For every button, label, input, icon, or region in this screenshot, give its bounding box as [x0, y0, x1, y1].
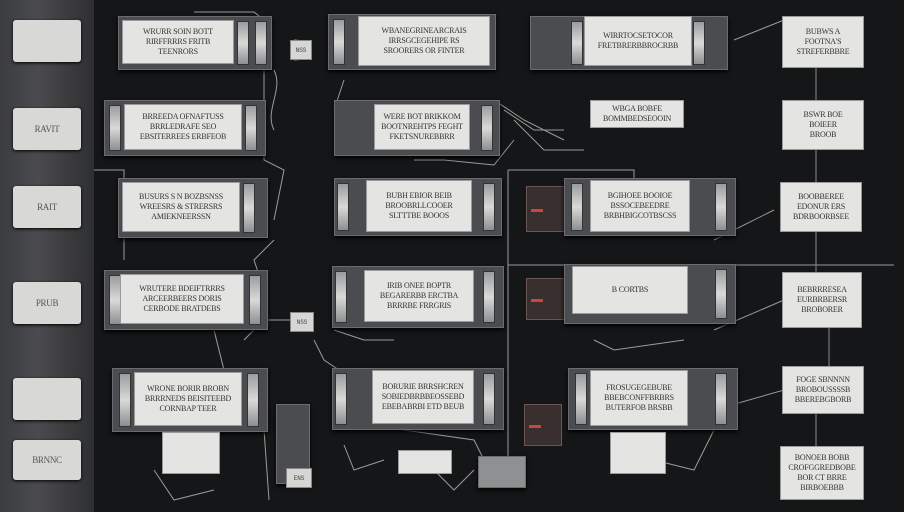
indicator-box	[524, 404, 562, 446]
slot	[245, 105, 257, 151]
connector-chip: NSS	[290, 40, 312, 60]
connector-chip: NSS	[290, 312, 314, 332]
slot	[237, 21, 249, 65]
label-card: BOOBBEREE EDONUR ERS BDRBOORBSEE	[780, 182, 862, 232]
label-card: WERE BOT BRIKKOM BOOTNREHTPS FEGHT FKETS…	[374, 104, 470, 150]
slot	[715, 373, 727, 425]
label-card: BUBWS A FOOTNA'S STREFERBBRE	[782, 16, 864, 68]
wiring-canvas: WRURR SOIN BOTT RIRFFRRRS FRITB TEENRORS…	[94, 0, 904, 512]
label-card: BORURIE BRRSHCREN SOBIEDBRBBEOSSEBD EBEB…	[372, 370, 474, 424]
slot	[243, 183, 255, 233]
label-card: WBANEGRINEARCRAIS IRRSGCEGEHIPE RS SROOR…	[358, 16, 490, 66]
label-card: FOGE SBNNNN BROBOUSSSSB BBEREBGBORB	[782, 366, 864, 414]
side-tab-3[interactable]: RAIT	[13, 186, 81, 228]
connector-block	[478, 456, 526, 488]
slot	[335, 271, 347, 323]
label-card: IRIB ONEE BOPTR BEGARERBB ERCTBA BRRRBE …	[364, 270, 474, 322]
label-card: BUSURS S N BOZBSNSS WREESRS & STRERSRS A…	[122, 182, 240, 232]
connector-chip: ENS	[286, 468, 312, 488]
slot	[335, 373, 347, 425]
small-card	[162, 432, 220, 474]
side-tab-5[interactable]	[13, 378, 81, 420]
label-card: BRREEDA OFNAFTUSS BRRLEDRAFE SEO EBSITER…	[124, 104, 242, 150]
slot	[571, 21, 583, 65]
label-card: BEBRRRESEA EURBRBERSR BROBORER	[782, 272, 862, 328]
slot	[483, 271, 495, 323]
label-card: WBGA BOBFE BOMMBEDSEOOIN	[590, 100, 684, 128]
side-tab-6[interactable]: BRNNC	[13, 440, 81, 480]
label-card: BSWR BOE BOIEER BROOB	[782, 100, 864, 150]
label-card: BGIHOEE BOOIOE BSSOCEBEEDRE BRBHBIGCOTBS…	[590, 180, 690, 232]
slot	[571, 183, 583, 231]
label-card: WIRRTOCSETOCOR FRETBRERBBROCRBB	[584, 16, 692, 66]
slot	[249, 275, 261, 325]
slot	[109, 105, 121, 151]
slot	[255, 21, 267, 65]
slot	[483, 183, 495, 231]
label-card: B CORTBS	[572, 266, 688, 314]
side-tab-4[interactable]: PRUB	[13, 282, 81, 324]
slot	[119, 373, 131, 427]
label-card: BONOEB BOBB CROFGGREDBOBE BOR CT BRRE BI…	[780, 446, 864, 500]
slot	[247, 373, 259, 427]
small-card	[398, 450, 452, 474]
small-card	[610, 432, 666, 474]
label-card: WRURR SOIN BOTT RIRFFRRRS FRITB TEENRORS	[122, 20, 234, 64]
label-card: WRUTERE BDEIFTRRRS ARCEERBEERS DORIS CER…	[120, 274, 244, 324]
side-tab-2[interactable]: RAVIT	[13, 108, 81, 150]
slot	[715, 269, 727, 319]
left-panel: RAVIT RAIT PRUB BRNNC	[0, 0, 96, 512]
slot	[481, 105, 493, 151]
label-card: FROSUGEGEBUBE BBEBCONFFBRBRS BUTERFOB BR…	[590, 370, 688, 426]
slot	[575, 373, 587, 425]
slot	[715, 183, 727, 231]
slot	[693, 21, 705, 65]
side-tab-1[interactable]	[13, 20, 81, 62]
slot	[333, 19, 345, 65]
label-card: BUBH EBIOR BEIB BROOBRLLCOOER SLTTTBE BO…	[366, 180, 472, 232]
label-card: WRONE BORIR BROBN BRRRNEDS BEISITEEBD CO…	[134, 372, 242, 426]
slot	[337, 183, 349, 231]
slot	[483, 373, 495, 425]
